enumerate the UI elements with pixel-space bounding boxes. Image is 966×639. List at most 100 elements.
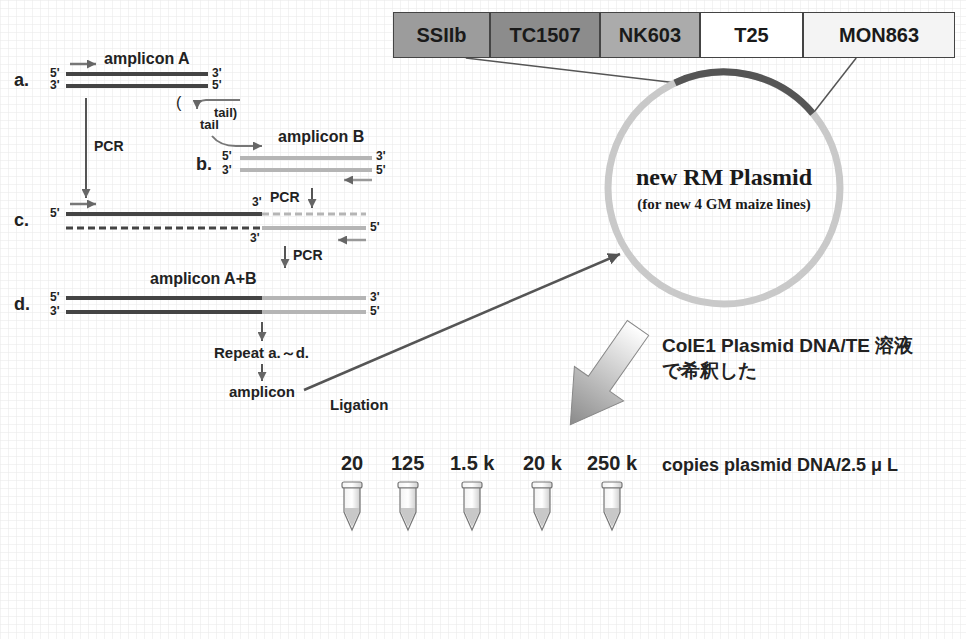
- amplicon-name: amplicon A+B: [150, 270, 257, 288]
- step-letter: d.: [14, 294, 30, 315]
- step-letter: b.: [196, 154, 212, 175]
- ligation-label: Ligation: [330, 396, 388, 413]
- pcr-arrow: [284, 246, 286, 268]
- strand-end: 5': [370, 221, 380, 235]
- svg-line: [240, 156, 372, 160]
- primer-arrow: [344, 179, 372, 182]
- dilution-note: ColE1 Plasmid DNA/TE 溶液で希釈した: [662, 334, 922, 383]
- node-title: TC1507: [509, 23, 580, 48]
- strand-end: 3': [376, 150, 386, 164]
- connector-line: [813, 58, 856, 113]
- event-segment: T25: [700, 12, 803, 58]
- svg-path: [345, 508, 359, 527]
- bracket: (: [176, 94, 181, 112]
- step-letter: c.: [14, 210, 29, 231]
- strand-end: 5': [50, 291, 60, 305]
- svg-path: [465, 508, 479, 527]
- svg-rect: [602, 482, 622, 488]
- amplicon-ab-strands: [66, 298, 366, 312]
- amplicon-b-strands: [240, 158, 372, 170]
- step-note: Repeat a.～d.: [214, 344, 309, 361]
- strand-end: 5': [370, 305, 380, 319]
- pcr-label: PCR: [293, 247, 323, 263]
- strand-end: 5': [50, 207, 60, 221]
- primer-arrow: [70, 63, 96, 66]
- svg-line: [240, 168, 372, 172]
- strand-end: 3': [50, 305, 60, 319]
- svg-line: [66, 310, 262, 314]
- svg-rect: [342, 482, 362, 488]
- amplicon-a-strands: [66, 74, 208, 86]
- ligation-arrow: [304, 254, 620, 390]
- strand-end: 5': [376, 164, 386, 178]
- copy-number: 250 k: [587, 452, 637, 475]
- svg-line: [66, 212, 262, 216]
- strand-end: 3': [222, 164, 232, 178]
- svg-line: [66, 72, 208, 76]
- extension-strands: [66, 214, 366, 228]
- copy-number: 20: [341, 452, 363, 475]
- pcr-label: PCR: [270, 189, 300, 205]
- svg-rect: [462, 482, 482, 488]
- pcr-arrow: [311, 188, 313, 208]
- dilution-arrow: [546, 311, 663, 442]
- svg-path: [344, 488, 360, 530]
- pcr-arrow: [85, 98, 87, 198]
- amplicon-name: amplicon: [229, 383, 295, 400]
- flow-arrow: [261, 322, 263, 341]
- svg-rect: [398, 482, 418, 488]
- svg-line: [262, 213, 366, 216]
- event-segment: SSIIb: [393, 12, 490, 58]
- primer-arrow: [70, 203, 96, 206]
- svg-path: [535, 508, 549, 527]
- node-title: NK603: [619, 23, 681, 48]
- amplicon-name: amplicon A: [104, 50, 190, 68]
- svg-path: [534, 488, 550, 530]
- tubes: [342, 482, 622, 530]
- plasmid-backbone: [608, 72, 840, 304]
- svg-path: [401, 508, 415, 527]
- tail-primer: [212, 136, 262, 146]
- svg-path: [464, 488, 480, 530]
- amplicon-name: amplicon B: [278, 128, 364, 146]
- node-title: new RM Plasmid: [636, 162, 812, 192]
- strand-end: 3': [370, 291, 380, 305]
- strand-end: 3': [50, 79, 60, 93]
- copy-number: 20 k: [523, 452, 562, 475]
- svg-line: [262, 226, 366, 230]
- step-letter: a.: [14, 70, 29, 91]
- svg-line: [262, 310, 366, 314]
- strand-end: 3': [252, 196, 262, 210]
- svg-line: [262, 296, 366, 300]
- svg-path: [400, 488, 416, 530]
- primer-arrow: [338, 239, 366, 242]
- strand-end: 3': [250, 232, 260, 246]
- event-segment: NK603: [600, 12, 700, 58]
- copy-number: 1.5 k: [450, 452, 494, 475]
- event-segment: MON863: [803, 12, 955, 58]
- node-subtitle: (for new 4 GM maize lines): [637, 195, 810, 214]
- node-title: MON863: [839, 23, 919, 48]
- tube: [602, 482, 622, 530]
- tube: [398, 482, 418, 530]
- copy-number: 125: [391, 452, 424, 475]
- plasmid-circle: new RM Plasmid (for new 4 GM maize lines): [604, 68, 844, 308]
- tube: [342, 482, 362, 530]
- svg-line: [66, 84, 208, 88]
- tube: [462, 482, 482, 530]
- svg-path: [604, 488, 620, 530]
- connector-line: [466, 58, 675, 83]
- insert-arc: [675, 72, 813, 113]
- event-segment: TC1507: [490, 12, 600, 58]
- tube: [532, 482, 552, 530]
- svg-rect: [532, 482, 552, 488]
- pcr-label: PCR: [94, 138, 124, 154]
- svg-line: [66, 296, 262, 300]
- svg-path: [605, 508, 619, 527]
